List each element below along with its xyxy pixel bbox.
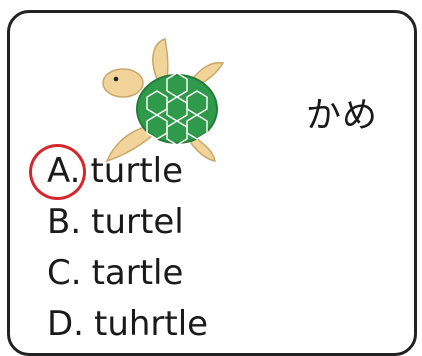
option-b-letter: B. (47, 202, 82, 242)
option-d[interactable]: D.tuhrtle (47, 299, 208, 350)
answer-options: A.turtle B.turtel C.tartle D.tuhrtle (47, 146, 208, 350)
selected-answer-circle (29, 144, 86, 200)
option-b[interactable]: B.turtel (47, 197, 208, 248)
option-c-text: tartle (91, 253, 184, 293)
option-a[interactable]: A.turtle (47, 146, 208, 197)
option-d-letter: D. (47, 304, 84, 344)
option-a-letter: A. (47, 151, 81, 191)
japanese-word: かめ (306, 96, 379, 136)
option-b-text: turtel (91, 202, 184, 242)
option-c[interactable]: C.tartle (47, 248, 208, 299)
option-d-text: tuhrtle (94, 304, 209, 344)
option-c-letter: C. (47, 253, 82, 293)
turtle-icon (102, 38, 225, 163)
option-a-text: turtle (90, 151, 184, 191)
